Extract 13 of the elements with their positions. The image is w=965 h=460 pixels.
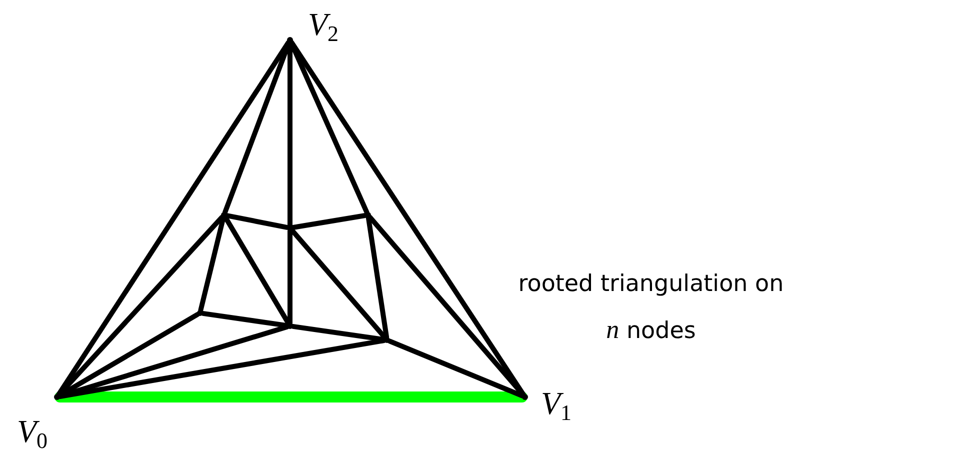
graph-edge bbox=[224, 213, 290, 230]
graph-edge bbox=[366, 215, 390, 340]
vertex-label: V$_{0}$ bbox=[17, 415, 48, 452]
graph-vertex bbox=[287, 37, 293, 43]
graph-vertex bbox=[54, 394, 60, 400]
graph-edge bbox=[288, 228, 292, 326]
caption-text: rooted triangulation on n nodes bbox=[517, 270, 785, 346]
graph-edge bbox=[57, 338, 387, 399]
vertex-label: V$_{1}$ bbox=[541, 387, 572, 424]
vertex-label: V$_{2}$ bbox=[308, 8, 339, 45]
graph-edge bbox=[290, 213, 368, 230]
graph-edge bbox=[387, 338, 525, 398]
graph-edge bbox=[54, 392, 528, 402]
